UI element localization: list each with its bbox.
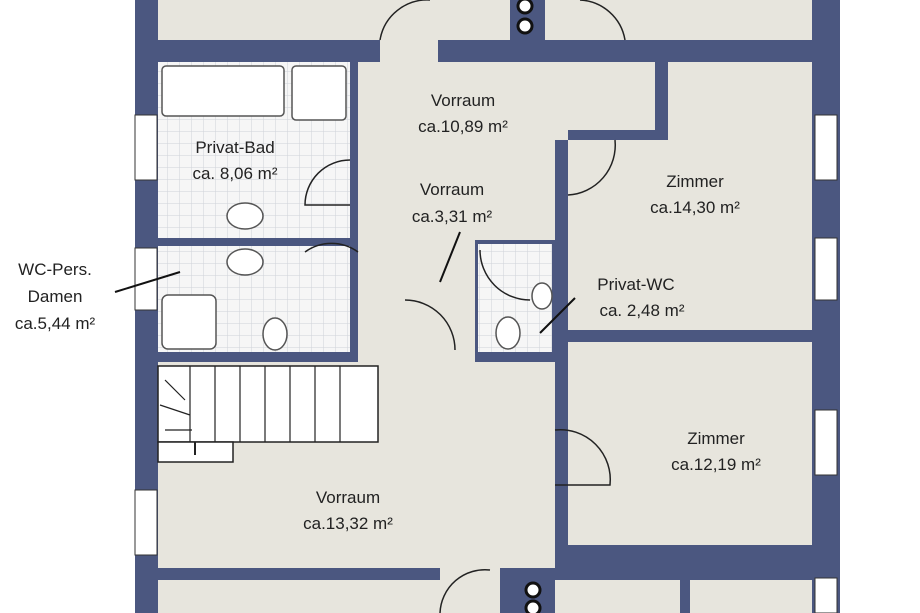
room-vorraum-331 <box>358 140 555 240</box>
room-zimmer-1430-corner <box>568 62 662 140</box>
hall-link <box>358 352 475 364</box>
label-wc-pers-name2: Damen <box>28 287 83 306</box>
room-top-mid <box>438 0 510 40</box>
windows <box>134 114 838 613</box>
label-privat-bad-name: Privat-Bad <box>195 138 274 157</box>
label-privat-bad-area: ca. 8,06 m² <box>192 164 277 183</box>
shower <box>161 294 217 350</box>
room-bottom-mid <box>555 580 680 613</box>
label-vorraum-3-name: Vorraum <box>316 488 380 507</box>
hall-bottom <box>440 568 500 613</box>
door-arcs <box>304 0 626 613</box>
label-zimmer-1-name: Zimmer <box>666 172 724 191</box>
label-wc-pers-name: WC-Pers. <box>18 260 92 279</box>
label-vorraum-1-area: ca.10,89 m² <box>418 117 508 136</box>
label-privat-wc-area: ca. 2,48 m² <box>599 301 684 320</box>
label-vorraum-1-name: Vorraum <box>431 91 495 110</box>
label-zimmer-2-area: ca.12,19 m² <box>671 455 761 474</box>
label-zimmer-1-area: ca.14,30 m² <box>650 198 740 217</box>
label-vorraum-3-area: ca.13,32 m² <box>303 514 393 533</box>
sink <box>226 248 264 276</box>
toilet <box>262 317 288 351</box>
room-zimmer-1219 <box>568 342 812 545</box>
bathtub <box>161 65 285 117</box>
room-top-left <box>158 0 380 40</box>
label-zimmer-2-name: Zimmer <box>687 429 745 448</box>
room-bottom-right <box>690 580 812 613</box>
label-privat-wc-name: Privat-WC <box>597 275 674 294</box>
hall-mid <box>358 240 475 352</box>
label-vorraum-2-name: Vorraum <box>420 180 484 199</box>
label-vorraum-2-area: ca.3,31 m² <box>412 207 493 226</box>
sink <box>531 282 553 310</box>
label-wc-pers-area: ca.5,44 m² <box>15 314 96 333</box>
hall-top <box>380 0 438 62</box>
wall-segment <box>655 62 668 140</box>
staircase <box>157 365 379 463</box>
sink <box>226 202 264 230</box>
shower <box>291 65 347 121</box>
wall-segment <box>568 130 668 140</box>
room-bottom-left <box>158 580 440 613</box>
toilet <box>495 316 521 350</box>
label-leaders <box>114 231 576 334</box>
room-top-right <box>545 0 812 40</box>
